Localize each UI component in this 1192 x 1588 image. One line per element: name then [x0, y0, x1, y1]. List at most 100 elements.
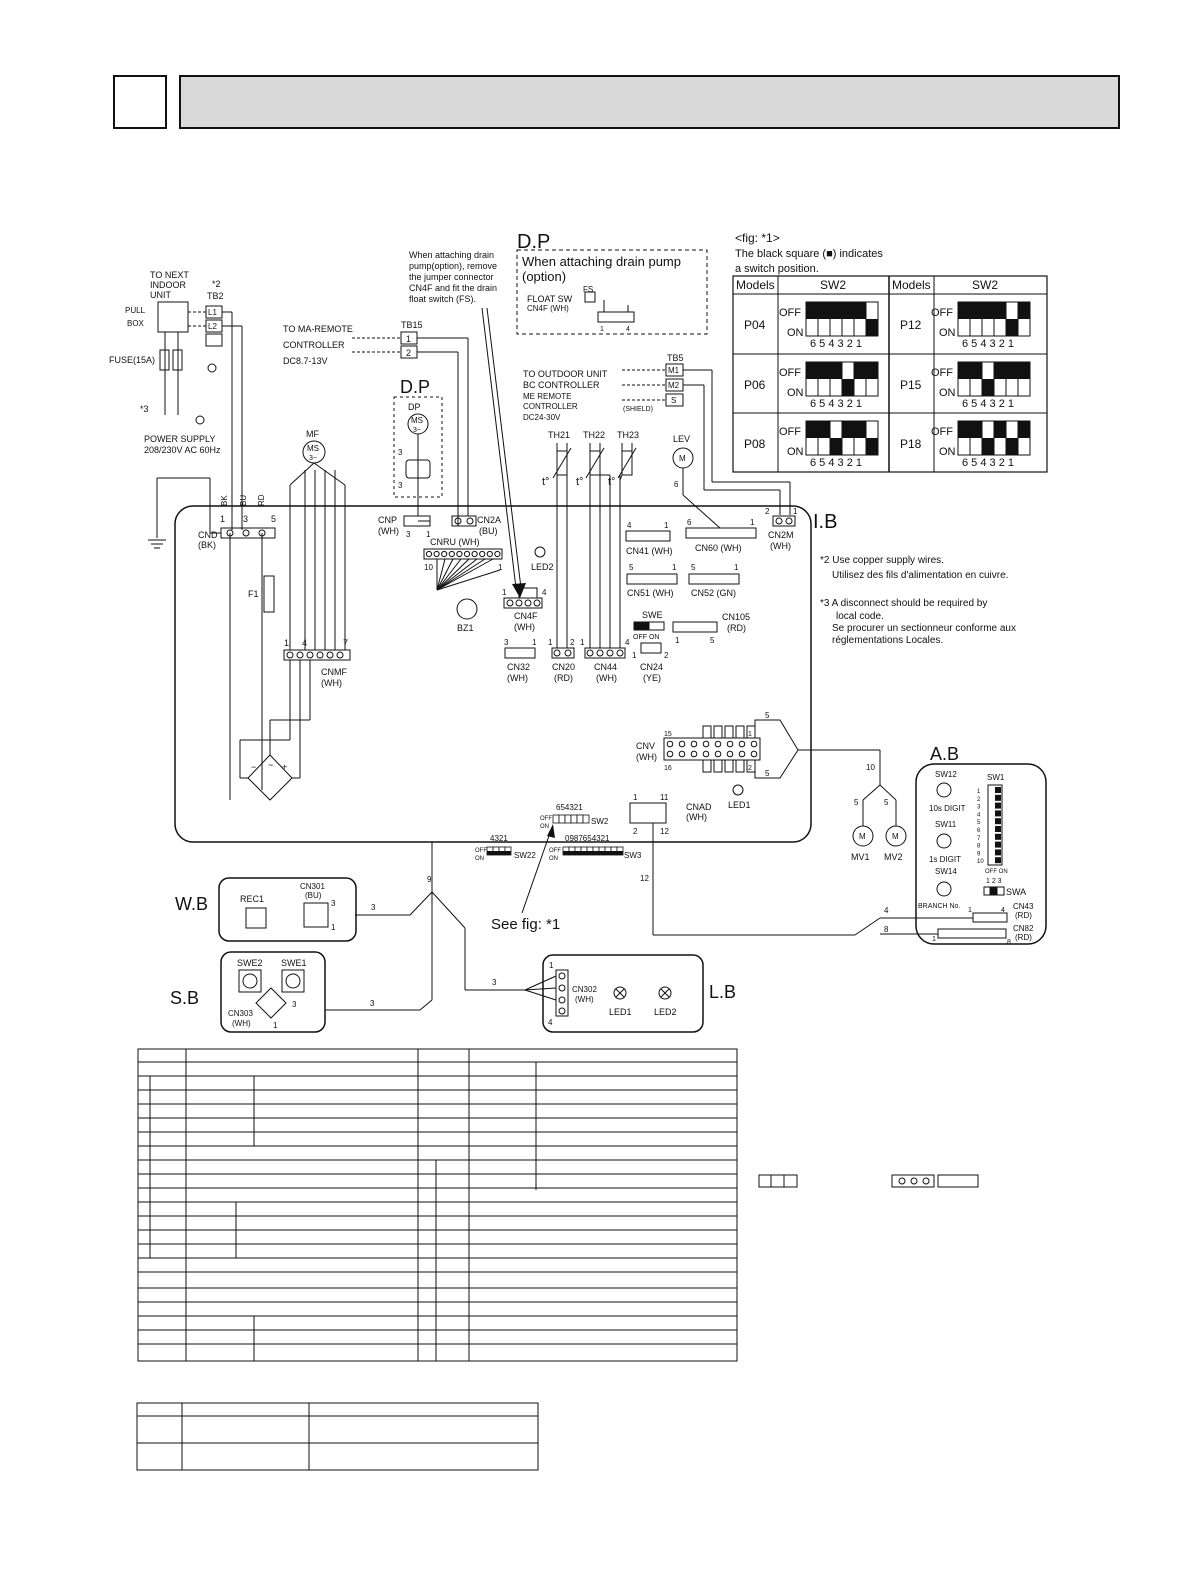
model-label: P06: [744, 378, 766, 392]
svg-text:12: 12: [660, 827, 669, 836]
switch-board: S.B SWE2 SWE1 CN303 (WH) 3 1: [170, 951, 326, 1033]
svg-text:M: M: [679, 454, 686, 463]
svg-text:ON: ON: [540, 824, 549, 830]
svg-text:(RD): (RD): [1015, 933, 1032, 942]
svg-text:1s DIGIT: 1s DIGIT: [929, 855, 961, 864]
svg-text:DP: DP: [408, 402, 421, 412]
symbol-legend-table: [137, 1048, 738, 1362]
svg-text:CN4F (WH): CN4F (WH): [527, 304, 569, 313]
cn303-connector: [255, 987, 287, 1019]
svg-text:SW2: SW2: [820, 278, 846, 292]
address-board: A.B SW12 10s DIGIT SW11 1s DIGIT SW14 BR…: [851, 744, 1047, 946]
svg-text:BC CONTROLLER: BC CONTROLLER: [523, 380, 600, 390]
svg-text:TH22: TH22: [583, 430, 605, 440]
svg-text:L1: L1: [208, 308, 217, 317]
svg-text:REC1: REC1: [240, 894, 264, 904]
section-title-bar: [179, 75, 1120, 129]
svg-text:−: −: [251, 762, 256, 772]
svg-text:POWER SUPPLY: POWER SUPPLY: [144, 434, 215, 444]
svg-text:M: M: [892, 832, 899, 841]
svg-text:1: 1: [549, 961, 554, 970]
svg-text:SWA: SWA: [1006, 887, 1026, 897]
svg-text:INDOOR: INDOOR: [150, 280, 187, 290]
bottom-table: [136, 1402, 539, 1471]
dip-switch-cell: [564, 814, 572, 824]
svg-text:9: 9: [977, 851, 981, 857]
svg-text:OFF: OFF: [779, 426, 801, 438]
model-label: P12: [900, 318, 922, 332]
led1-indicator: [732, 784, 744, 796]
svg-text:CND: CND: [198, 530, 218, 540]
cn41-connector: [625, 530, 671, 542]
svg-text:OFF ON: OFF ON: [985, 869, 1008, 875]
svg-text:CN302: CN302: [572, 985, 597, 994]
svg-text:11: 11: [660, 793, 669, 802]
indoor-board: I.B 1 3 5 CND (BK) BK BU RD MF MS 3~ F1: [174, 429, 880, 862]
svg-text:(RD): (RD): [554, 673, 573, 683]
svg-text:*2: *2: [212, 279, 221, 289]
svg-text:OFF: OFF: [475, 848, 487, 854]
svg-text:LED2: LED2: [531, 562, 554, 572]
board-bottom-wiring: 9 3 3 3 12 4 8: [325, 823, 889, 1011]
svg-text:1: 1: [968, 907, 972, 914]
svg-text:4: 4: [977, 812, 981, 818]
sw12-rotary-dial: [936, 782, 952, 798]
svg-text:MV1: MV1: [851, 852, 870, 862]
svg-text:5: 5: [884, 798, 889, 807]
svg-text:3: 3: [292, 1000, 297, 1009]
svg-text:(option): (option): [522, 269, 566, 284]
svg-text:S: S: [671, 396, 676, 405]
svg-text:1: 1: [734, 563, 739, 572]
svg-text:1: 1: [502, 588, 507, 597]
svg-text:7: 7: [343, 638, 348, 648]
svg-text:SW2: SW2: [972, 278, 998, 292]
drain-pump-option-top: D.P When attaching drain pump (option) F…: [516, 231, 708, 335]
swe2-button[interactable]: [238, 969, 262, 993]
svg-text:M: M: [859, 832, 866, 841]
model-label: P18: [900, 437, 922, 451]
svg-text:OFF ON: OFF ON: [633, 634, 659, 641]
tb2-label: TB2: [207, 291, 224, 301]
svg-text:8: 8: [977, 844, 981, 850]
swe1-button[interactable]: [281, 969, 305, 993]
svg-text:10s DIGIT: 10s DIGIT: [929, 804, 966, 813]
svg-text:4: 4: [625, 638, 630, 647]
svg-text:MS: MS: [307, 444, 319, 453]
svg-text:See fig: *1: See fig: *1: [491, 916, 560, 933]
model-label: P04: [744, 318, 766, 332]
svg-text:3: 3: [398, 481, 403, 490]
connector-legend-symbols: [758, 1174, 979, 1188]
svg-text:BK: BK: [220, 495, 229, 506]
wireless-board: W.B REC1 CN301 (BU) 3 1: [175, 877, 357, 942]
svg-text:(WH): (WH): [596, 673, 617, 683]
svg-text:5: 5: [710, 636, 715, 645]
power-supply-section: TO NEXT INDOOR UNIT *2 TB2 PULL BOX L1 L…: [109, 270, 243, 530]
svg-text:2: 2: [765, 507, 770, 516]
svg-text:S.B: S.B: [170, 988, 199, 1008]
svg-text:2: 2: [664, 651, 669, 660]
svg-text:(WH): (WH): [636, 752, 657, 762]
lb-led1-indicator: [613, 986, 627, 1000]
svg-text:CNMF: CNMF: [321, 667, 347, 677]
svg-text:1: 1: [284, 638, 289, 648]
svg-text:4: 4: [627, 521, 632, 530]
svg-text:3~: 3~: [413, 427, 421, 434]
svg-text:1: 1: [672, 563, 677, 572]
svg-text:D.P: D.P: [517, 231, 550, 253]
ground-icon: [195, 415, 205, 425]
svg-text:OFF: OFF: [549, 848, 561, 854]
svg-text:0987654321: 0987654321: [565, 834, 610, 843]
cnru-connector: [423, 548, 503, 560]
svg-text:t°: t°: [542, 476, 549, 488]
svg-text:(SHIELD): (SHIELD): [623, 406, 653, 413]
svg-text:TH21: TH21: [548, 430, 570, 440]
svg-text:(RD): (RD): [1015, 911, 1032, 920]
cn105-connector: [672, 621, 718, 633]
svg-text:CN105: CN105: [722, 612, 750, 622]
svg-text:ON: ON: [475, 856, 484, 862]
svg-text:CN41 (WH): CN41 (WH): [626, 546, 673, 556]
ground-symbol: [148, 477, 210, 549]
svg-text:local code.: local code.: [836, 611, 884, 622]
svg-text:CNV: CNV: [636, 741, 655, 751]
see-fig-callout: See fig: *1: [491, 824, 560, 933]
